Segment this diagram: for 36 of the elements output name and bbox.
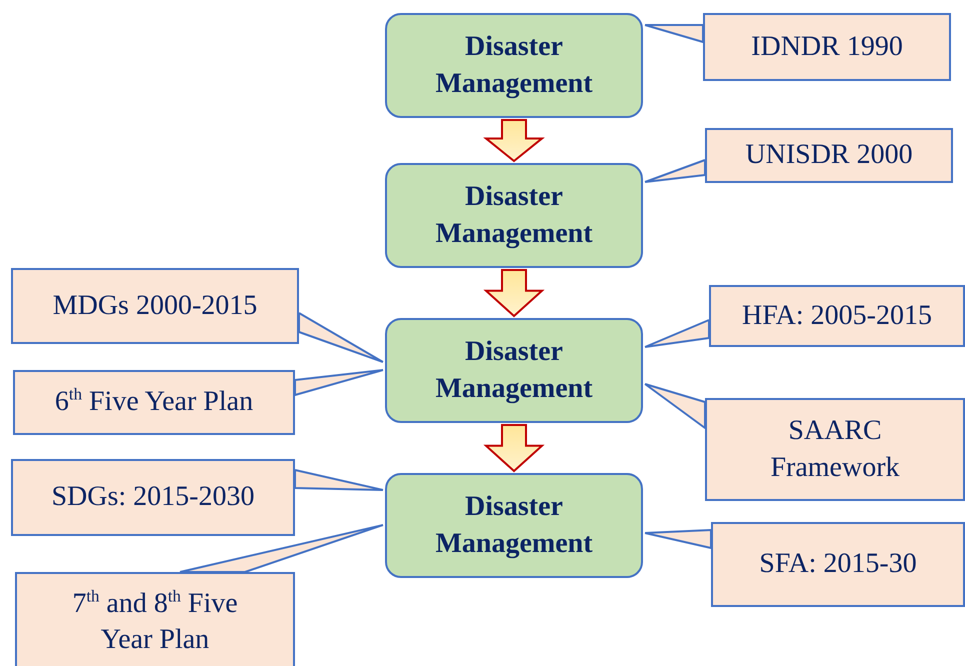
block-arrow [483,269,545,318]
callout-box [709,285,965,347]
callout-text: SFA: 2015-30 [759,547,917,582]
callout-box [13,370,295,435]
block-arrow [483,424,545,472]
stage-title: Disaster Management [434,30,594,100]
callout-text: IDNDR 1990 [751,30,903,64]
callout-pointer [644,383,706,429]
callout-text: SAARC Framework [769,414,901,484]
callout-box [11,268,299,344]
process-box [385,318,643,423]
callout-text: 7$^{th}$ and 8$^{th}$ Five Year Plan [71,586,239,657]
callout-box [705,128,953,183]
callout-text: 6$^{th}$ Five Year Plan [54,384,254,420]
callout-pointer [644,319,710,348]
callout-box [711,522,965,607]
stage-title: Disaster Management [434,180,594,250]
callout-text: HFA: 2005-2015 [742,298,932,333]
callout-pointer [294,469,384,491]
callout-box [703,13,951,81]
callout-text: UNISDR 2000 [745,138,913,172]
process-box [385,13,643,118]
callout-pointer [179,524,384,573]
stage-title: Disaster Management [434,335,594,406]
callout-pointer [294,369,384,396]
block-arrow [483,119,545,162]
stage-title: Disaster Management [434,490,594,560]
callout-pointer [644,529,712,549]
callout-box [705,398,965,501]
process-box [385,163,643,268]
callout-text: MDGs 2000-2015 [52,288,258,323]
callout-pointer [644,24,704,43]
callout-pointer [644,159,706,183]
process-box [385,473,643,578]
callout-text: SDGs: 2015-2030 [51,480,254,514]
callout-pointer [298,312,384,363]
